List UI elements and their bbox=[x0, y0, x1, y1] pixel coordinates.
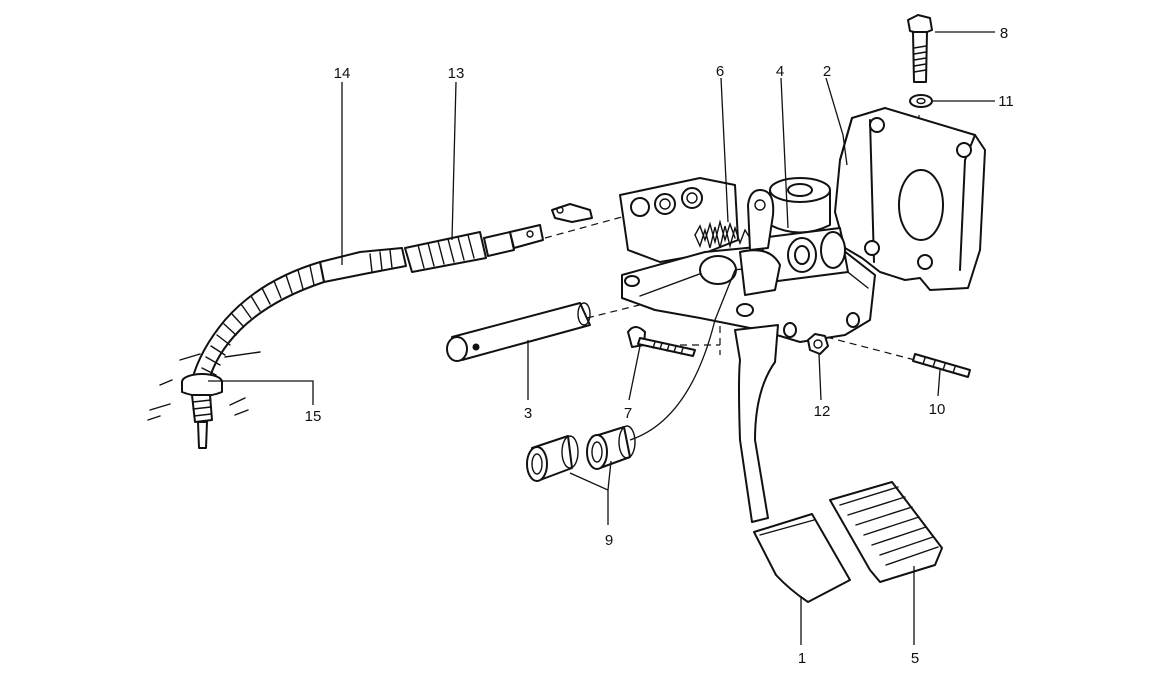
callout-9: 9 bbox=[605, 532, 613, 549]
callout-13: 13 bbox=[448, 65, 465, 82]
leader-lines bbox=[208, 31, 995, 645]
callout-5: 5 bbox=[911, 650, 919, 667]
callout-4: 4 bbox=[776, 63, 784, 80]
callout-3: 3 bbox=[524, 405, 532, 422]
needle-bearings bbox=[526, 425, 636, 482]
pivot-pin bbox=[446, 302, 591, 362]
callout-10: 10 bbox=[929, 401, 946, 418]
callout-8: 8 bbox=[1000, 25, 1008, 42]
callout-1: 1 bbox=[798, 650, 806, 667]
bolt-7 bbox=[627, 326, 696, 357]
pedal-rubber-pad bbox=[829, 481, 943, 583]
callout-11: 11 bbox=[998, 93, 1014, 110]
roll-pin-10 bbox=[912, 353, 971, 378]
washer-11 bbox=[909, 94, 933, 108]
cable-sheath bbox=[191, 247, 407, 385]
cable-grommet bbox=[147, 351, 261, 449]
bolt-8 bbox=[907, 14, 933, 83]
callout-15: 15 bbox=[305, 408, 322, 425]
return-spring bbox=[694, 189, 775, 251]
mounting-plate bbox=[619, 177, 739, 263]
callout-12: 12 bbox=[814, 403, 831, 420]
pedal-bracket bbox=[834, 107, 986, 291]
callout-14: 14 bbox=[334, 65, 351, 82]
callout-7: 7 bbox=[624, 405, 632, 422]
pedal-arm bbox=[734, 324, 851, 603]
callout-labels: 1 2 3 4 5 6 7 8 9 10 11 12 13 14 15 bbox=[305, 25, 1014, 667]
cable-clevis bbox=[551, 203, 593, 223]
callout-2: 2 bbox=[823, 63, 831, 80]
cable-adjuster bbox=[404, 224, 544, 273]
nut-12 bbox=[807, 333, 829, 355]
pivot-boss bbox=[699, 177, 849, 296]
callout-6: 6 bbox=[716, 63, 724, 80]
